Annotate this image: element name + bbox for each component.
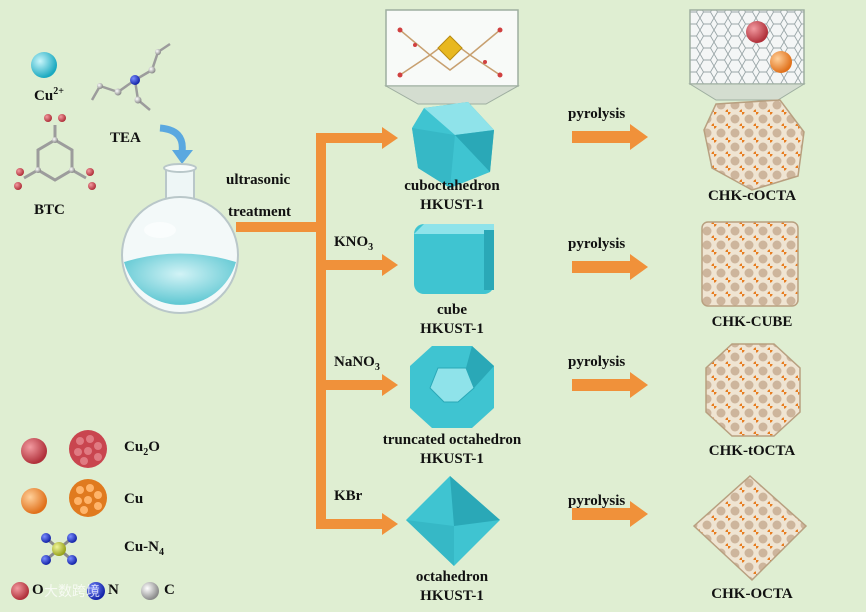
treatment-label: treatment: [228, 204, 292, 220]
chk-cube-particle: [701, 221, 799, 307]
cu-atom-icon: [21, 488, 47, 514]
btc-molecule-icon: [14, 114, 96, 190]
nano3-label: NaNO3: [334, 354, 380, 373]
mof-material-label-1: HKUST-1: [420, 197, 484, 213]
chk-tocta-particle: [705, 343, 801, 437]
truncated-octahedron-crystal: [410, 346, 494, 428]
cuboctahedron-crystal: [412, 102, 494, 188]
ultrasonic-label: ultrasonic: [226, 172, 291, 188]
legend-cu2o-label: Cu2O: [124, 439, 160, 458]
mof-shape-label-2: cube: [437, 302, 467, 318]
tea-label: TEA: [110, 130, 141, 146]
mof-shape-label-1: cuboctahedron: [404, 178, 500, 194]
legend-cun4-label: Cu-N4: [124, 539, 165, 558]
chk-cocta-particle: [703, 99, 805, 191]
n-atom-icon: [87, 582, 105, 600]
cu-n4-site-icon: [41, 533, 77, 565]
pyrolysis-label-3: pyrolysis: [568, 354, 626, 370]
o-atom-icon: [11, 582, 29, 600]
pyrolysis-label-1: pyrolysis: [568, 106, 626, 122]
cu2o-atom-icon: [21, 438, 47, 464]
blue-curved-arrow-icon: [159, 124, 186, 153]
round-flask-icon: [121, 163, 239, 314]
pyrolysis-label-2: pyrolysis: [568, 236, 626, 252]
pyrolysis-label-4: pyrolysis: [568, 493, 626, 509]
legend-o-label: O: [32, 582, 44, 598]
kno3-label: KNO3: [334, 234, 374, 253]
carbon-framework-inset: [688, 9, 806, 101]
cu2plus-ion-sphere: [31, 52, 57, 78]
mof-material-label-4: HKUST-1: [420, 588, 484, 604]
btc-label: BTC: [34, 202, 65, 218]
mof-material-label-2: HKUST-1: [420, 321, 484, 337]
tea-molecule-icon: [90, 42, 171, 111]
cube-crystal: [414, 224, 494, 294]
cu2o-cluster-icon: [69, 430, 107, 468]
cu2plus-label: Cu2+: [34, 86, 64, 104]
mof-shape-label-3: truncated octahedron: [382, 432, 522, 448]
product-label-2: CHK-CUBE: [711, 314, 793, 330]
legend-c-label: C: [164, 582, 175, 598]
mof-structure-inset: [384, 9, 520, 105]
cu-cluster-icon: [69, 479, 107, 517]
legend-n-label: N: [108, 582, 119, 598]
mof-shape-label-4: octahedron: [415, 569, 489, 585]
product-label-1: CHK-cOCTA: [707, 188, 797, 204]
kbr-label: KBr: [334, 488, 363, 504]
process-arrows: [236, 124, 648, 535]
c-atom-icon: [141, 582, 159, 600]
product-label-3: CHK-tOCTA: [708, 443, 796, 459]
octahedron-crystal: [406, 476, 500, 566]
chk-octa-particle: [692, 474, 808, 582]
legend-cu-label: Cu: [124, 491, 144, 507]
watermark-text: 大数跨境: [44, 584, 100, 600]
mof-material-label-3: HKUST-1: [420, 451, 484, 467]
product-label-4: CHK-OCTA: [711, 586, 793, 602]
